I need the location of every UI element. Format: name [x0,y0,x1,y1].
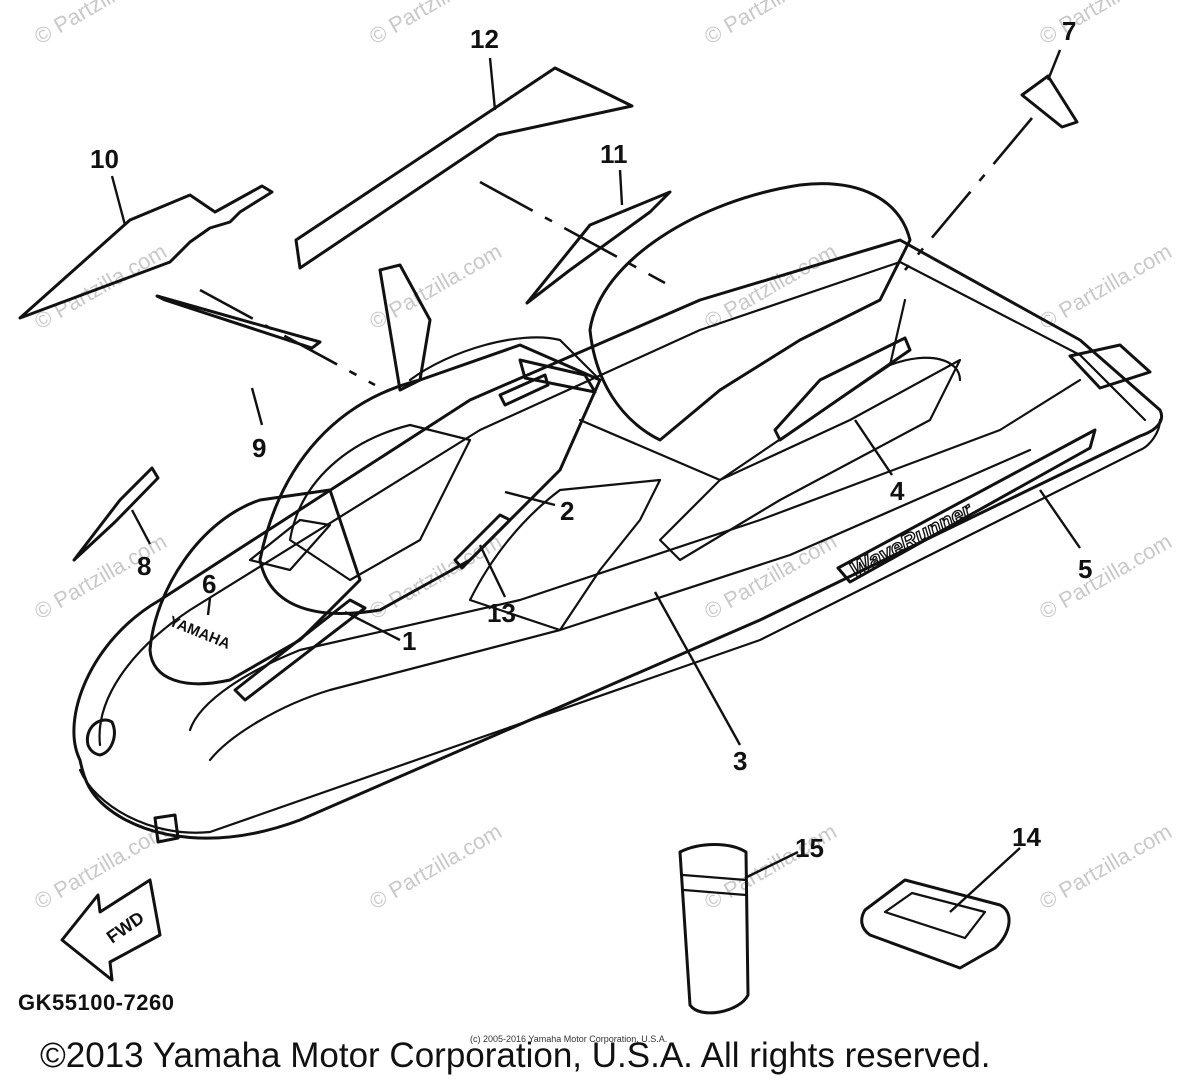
footwell-right [658,358,962,562]
leader-15 [744,850,799,880]
watermark: © Partzilla.com [1035,239,1176,335]
leader-1 [344,610,401,642]
part-14-pad [860,878,1011,970]
leader-13 [478,544,507,598]
leader-11 [618,169,624,206]
decal-7-shape [1020,74,1079,129]
sticker-15-band [681,873,748,882]
handlebar-post [378,263,432,392]
leader-10 [110,175,127,226]
hull-outline [72,238,1164,840]
watermark: © Partzilla.com [1035,0,1176,49]
leader-2 [504,490,556,507]
watermark: © Partzilla.com [365,529,506,625]
explode-line-10 [199,288,376,387]
fwd-arrow-text: FWD [103,907,148,947]
decal-9-shape [155,294,322,350]
watermark: © Partzilla.com [365,819,506,915]
fwd-arrow: FWD [60,878,162,982]
leader-lines [110,49,1081,913]
callout-4: 4 [890,476,905,506]
deck-walkway-line [188,378,1082,732]
decal-8-shape [72,466,160,562]
callouts: 1 2 3 4 5 6 7 8 9 10 11 12 13 14 15 [90,16,1092,863]
callout-7: 7 [1062,16,1076,46]
watermark: © Partzilla.com [30,0,171,49]
watermark: © Partzilla.com [700,0,841,49]
callout-11: 11 [600,139,628,169]
stern-bumper [1068,343,1152,390]
callout-1: 1 [402,626,416,656]
copyright-notice: ©2013 Yamaha Motor Corporation, U.S.A. A… [40,1036,991,1075]
deck-walkway-inner [208,448,1032,762]
leader-4 [854,419,893,476]
front-console [258,343,602,615]
sticker-15-shape [678,843,750,1015]
bow-bumper [85,718,116,757]
watermark-layer: © Partzilla.com © Partzilla.com © Partzi… [30,0,1176,914]
steering-cowl [408,336,602,382]
leader-9 [250,387,264,426]
decal-2-shape [498,373,550,407]
decal-5-shape [836,428,1097,584]
bow-clip [153,813,180,844]
callout-2: 2 [560,496,574,526]
handlebar [518,358,597,394]
leader-14 [949,847,1021,913]
decal-1-shape [233,598,367,702]
decal-11-shape [525,190,672,305]
watermark: © Partzilla.com [1035,819,1176,915]
watermark: © Partzilla.com [365,239,506,335]
leader-5 [1039,489,1081,549]
sticker-15-band [682,888,748,897]
seat-side [578,298,907,482]
explode-line-11 [479,180,666,285]
pad-14-shape [860,878,1011,970]
part-code: GK55100-7260 [18,990,175,1015]
seat [588,182,912,442]
hull-rub-rail [78,418,1162,834]
leader-3 [653,591,742,746]
callout-10: 10 [90,144,119,174]
watercraft-hull: WaveRunner YAMAHA [72,182,1164,844]
callout-12: 12 [470,24,499,54]
callout-3: 3 [733,746,747,776]
fwd-arrow-icon [60,878,162,982]
explode-line-7 [904,117,1033,271]
callout-6: 6 [202,569,216,599]
footwell-left [468,478,662,632]
callout-9: 9 [252,433,266,463]
pad-14-inner [883,891,987,940]
leader-8 [130,509,152,545]
leader-7 [1046,49,1062,81]
leader-6 [206,597,212,616]
decal-10-shape [18,184,274,320]
callout-13: 13 [487,598,516,628]
leader-12 [488,57,497,111]
watermark: © Partzilla.com [30,819,171,915]
small-copyright: (c) 2005-2016 Yamaha Motor Corporation, … [470,1034,668,1044]
hull-decal-text: WaveRunner [846,497,977,583]
console-recess [288,423,472,582]
watermark: © Partzilla.com [700,239,841,335]
seat-rear [888,356,962,382]
callout-8: 8 [137,551,151,581]
callout-14: 14 [1012,822,1041,852]
bow-vent [248,518,332,572]
bow-cover [148,488,362,686]
bow-decal-text: YAMAHA [167,613,233,653]
watermark: © Partzilla.com [1035,529,1176,625]
part-15-sticker [678,843,750,1015]
decal-13-shape [453,513,512,570]
decal-4-shape [773,336,912,442]
callout-5: 5 [1078,554,1092,584]
callout-15: 15 [795,833,824,863]
